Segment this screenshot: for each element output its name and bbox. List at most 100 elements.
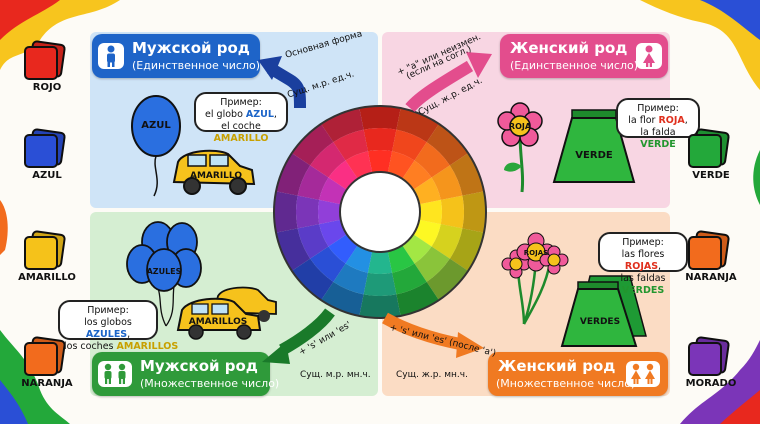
- example-title: Пример:: [622, 237, 664, 248]
- wheel-segment: [345, 151, 373, 179]
- example-title: Пример:: [220, 97, 262, 108]
- wheel-segment: [359, 294, 401, 318]
- skirt-label: VERDE: [575, 150, 613, 161]
- wheel-segment: [426, 258, 469, 301]
- header-title: Женский род: [510, 39, 628, 57]
- wheel-segment: [396, 281, 439, 316]
- flowers-icon: ROJAS: [501, 232, 569, 325]
- wheel-segment: [367, 251, 393, 274]
- wheel-segment: [440, 195, 464, 229]
- wheel-segment: [321, 108, 364, 143]
- example-highlight: AMARILLO: [213, 133, 269, 144]
- car-label: AMARILLO: [190, 171, 242, 181]
- skirts-icon: VERDES: [560, 275, 647, 347]
- flower-icon: ROJA: [497, 102, 543, 193]
- header-title: Мужской род: [132, 39, 250, 57]
- example-text: ,: [127, 329, 131, 340]
- arrow-to-fem-singular: [405, 60, 474, 113]
- swatch-card: [24, 342, 58, 376]
- flower-and-skirt-illustration: ROJA VERDE: [497, 102, 636, 193]
- wheel-segment: [426, 123, 469, 166]
- swatch-label: NARANJA: [685, 272, 737, 283]
- example-text: las faldas: [620, 273, 666, 284]
- arrow-label: Сущ. м.р. мн.ч.: [300, 370, 371, 380]
- example-text: el coche: [221, 121, 261, 132]
- example-highlight: ROJAS: [624, 261, 659, 272]
- header-subtitle: (Единственное число): [510, 59, 639, 72]
- wheel-segment: [414, 142, 450, 178]
- skirt-icon: VERDE: [552, 109, 636, 183]
- example-text: el globo: [205, 109, 246, 120]
- woman-icon: [636, 43, 662, 69]
- balloons-icon: AZULES: [126, 221, 202, 327]
- example-text: ,: [684, 115, 688, 126]
- arrow-to-masc-singular: [266, 62, 306, 109]
- balloons-and-cars-illustration: AZULES AMARILLOS: [126, 221, 277, 340]
- wheel-segment: [328, 160, 358, 190]
- wheel-segment: [387, 151, 415, 179]
- swatch-label: NARANJA: [21, 378, 73, 389]
- example-bubble-fem-plural: Пример: las flores ROJAS, las faldas VER…: [598, 232, 688, 296]
- example-text: los coches: [64, 341, 117, 352]
- wheel-segment: [392, 129, 427, 161]
- header-title: Женский род: [498, 357, 616, 375]
- swatch-card: [24, 134, 58, 168]
- wheel-segment: [321, 281, 364, 316]
- right-swatch-0: VERDE: [684, 127, 740, 188]
- flowers-and-skirts-illustration: ROJAS VERDES: [501, 232, 647, 347]
- wheel-segment: [310, 142, 346, 178]
- wheel-segment: [274, 191, 298, 233]
- example-text: la flor: [628, 115, 659, 126]
- wheel-segment: [449, 228, 484, 271]
- car-icon: AMARILLO: [172, 149, 256, 195]
- example-text: los globos: [84, 317, 132, 328]
- wheel-segment: [318, 199, 341, 225]
- color-wheel: [273, 105, 487, 319]
- wheel-segment: [413, 177, 441, 205]
- wheel-segment: [359, 106, 401, 130]
- wheel-segment: [345, 245, 373, 273]
- example-highlight: VERDE: [640, 139, 676, 150]
- header-masc-singular: Мужской род (Единственное число): [92, 34, 260, 78]
- two-men-icon: [98, 361, 132, 387]
- wheel-segment: [392, 263, 427, 295]
- example-title: Пример:: [87, 305, 129, 316]
- wheel-segment: [296, 195, 320, 229]
- wheel-segment: [431, 224, 463, 259]
- example-text: ,: [273, 109, 277, 120]
- wheel-segment: [276, 228, 311, 271]
- wheel-segment: [291, 258, 334, 301]
- example-text: las flores: [621, 249, 665, 260]
- header-fem-singular: Женский род (Единственное число): [500, 34, 668, 78]
- example-text: ,: [658, 261, 662, 272]
- wheel-segment: [387, 245, 415, 273]
- wheel-segment: [333, 129, 368, 161]
- swatch-label: AMARILLO: [18, 272, 76, 283]
- balloon-and-car-illustration: AZUL AMARILLO: [131, 95, 256, 197]
- left-swatch-0: ROJO: [20, 39, 76, 100]
- wheel-segment: [449, 153, 484, 196]
- wheel-segment: [319, 177, 347, 205]
- left-swatch-3: NARANJA: [20, 335, 76, 396]
- header-fem-plural: Женский род (Множественное число): [488, 352, 668, 396]
- wheel-segment: [310, 246, 346, 282]
- wheel-segment: [291, 123, 334, 166]
- wheel-segment: [297, 165, 329, 200]
- example-highlight: AZULES: [85, 329, 128, 340]
- swatch-card: [24, 236, 58, 270]
- example-highlight: VERDES: [621, 285, 665, 296]
- example-bubble-masc-plural: Пример: los globos AZULES, los coches AM…: [58, 300, 178, 352]
- swatch-card: [688, 236, 722, 270]
- wheel-segment: [363, 128, 397, 152]
- balloon-label: AZUL: [141, 120, 171, 131]
- left-swatch-1: AZUL: [20, 127, 76, 188]
- arrow-to-fem-plural: [382, 312, 462, 350]
- flower-label: ROJA: [509, 122, 532, 131]
- wheel-segment: [431, 165, 463, 200]
- wheel-segment: [462, 191, 486, 233]
- header-subtitle: (Множественное число): [140, 377, 280, 390]
- cars-label: AMARILLOS: [189, 317, 247, 327]
